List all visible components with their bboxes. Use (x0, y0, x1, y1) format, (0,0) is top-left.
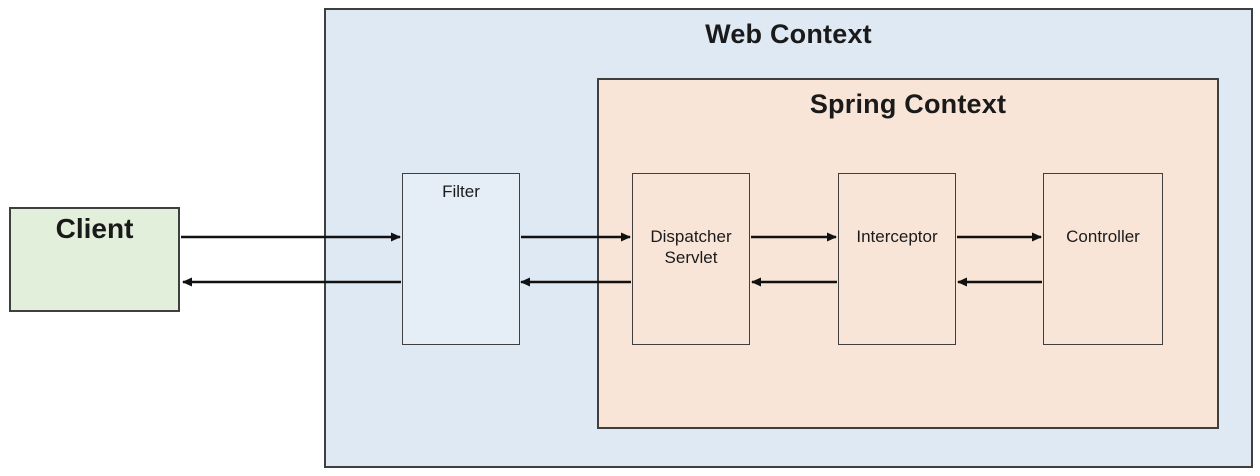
filter-label: Filter (442, 182, 480, 201)
client-node: Client (9, 207, 180, 312)
spring-context-title: Spring Context (809, 89, 1007, 119)
filter-node: Filter (402, 173, 520, 345)
dispatcher-servlet-line2: Servlet (664, 248, 718, 267)
controller-node: Controller (1043, 173, 1163, 345)
dispatcher-servlet-line1: Dispatcher (650, 227, 732, 246)
web-context-title: Web Context (705, 19, 872, 49)
interceptor-node: Interceptor (838, 173, 956, 345)
controller-label: Controller (1066, 227, 1140, 246)
interceptor-label: Interceptor (856, 227, 938, 246)
client-label: Client (55, 213, 134, 244)
